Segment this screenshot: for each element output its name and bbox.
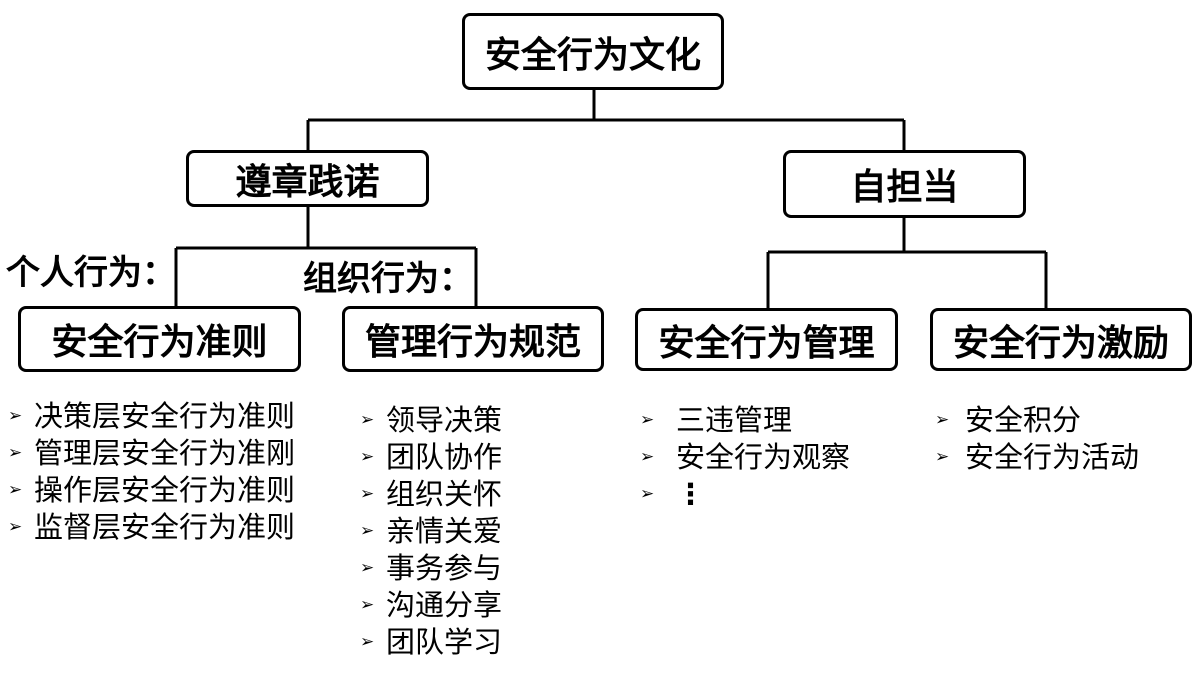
arrow-bullet-icon: ➢ [935,447,950,467]
leaf-list-3: ➢三违管理 ➢安全行为观察 ➢⋮ [640,402,850,513]
list-item: ➢团队协作 [360,440,503,474]
list-item: ➢安全行为观察 [640,440,851,474]
arrow-bullet-icon: ➢ [360,595,375,615]
left-branch-connector [174,205,478,306]
arrow-bullet-icon: ➢ [935,410,950,430]
list-item: ➢领导决策 [360,403,503,437]
leaf-list-2: ➢领导决策 ➢团队协作 ➢组织关怀 ➢亲情关爱 ➢事务参与 ➢沟通分享 ➢团队学… [360,402,502,661]
root-connector [306,90,906,150]
arrow-bullet-icon: ➢ [8,406,23,426]
side-label-organizational: 组织行为： [303,259,473,299]
arrow-bullet-icon: ➢ [8,480,23,500]
leaf-node-2: 管理行为规范 [342,306,604,372]
arrow-bullet-icon: ➢ [360,521,375,541]
list-item: ➢亲情关爱 [360,514,503,548]
right-branch-connector [766,218,1048,308]
list-item: ➢组织关怀 [360,477,503,511]
leaf-node-3: 安全行为管理 [635,308,898,371]
list-item: ➢管理层安全行为准刚 [8,436,296,470]
branch-node-left: 遵章践诺 [186,150,429,207]
arrow-bullet-icon: ➢ [360,484,375,504]
list-item: ➢沟通分享 [360,588,503,622]
list-item: ➢团队学习 [360,625,503,659]
side-label-personal: 个人行为： [6,253,176,293]
branch-node-right: 自担当 [783,150,1026,218]
arrow-bullet-icon: ➢ [360,447,375,467]
leaf-node-4: 安全行为激励 [930,308,1192,371]
arrow-bullet-icon: ➢ [640,484,655,504]
arrow-bullet-icon: ➢ [640,410,655,430]
list-item: ➢⋮ [640,476,850,513]
list-item: ➢安全行为活动 [935,440,1140,474]
arrow-bullet-icon: ➢ [640,447,655,467]
list-item: ➢安全积分 [935,403,1082,437]
ellipsis-icon: ⋮ [676,477,705,511]
arrow-bullet-icon: ➢ [360,410,375,430]
list-item: ➢操作层安全行为准则 [8,473,296,507]
leaf-node-1: 安全行为准则 [18,306,301,372]
root-node: 安全行为文化 [462,13,724,90]
arrow-bullet-icon: ➢ [360,558,375,578]
leaf-list-1: ➢决策层安全行为准则 ➢管理层安全行为准刚 ➢操作层安全行为准则 ➢监督层安全行… [8,398,295,546]
leaf-list-4: ➢安全积分 ➢安全行为活动 [935,402,1139,476]
list-item: ➢监督层安全行为准则 [8,510,296,544]
list-item: ➢决策层安全行为准则 [8,399,296,433]
list-item: ➢三违管理 [640,403,793,437]
arrow-bullet-icon: ➢ [360,632,375,652]
arrow-bullet-icon: ➢ [8,443,23,463]
arrow-bullet-icon: ➢ [8,517,23,537]
list-item: ➢事务参与 [360,551,503,585]
